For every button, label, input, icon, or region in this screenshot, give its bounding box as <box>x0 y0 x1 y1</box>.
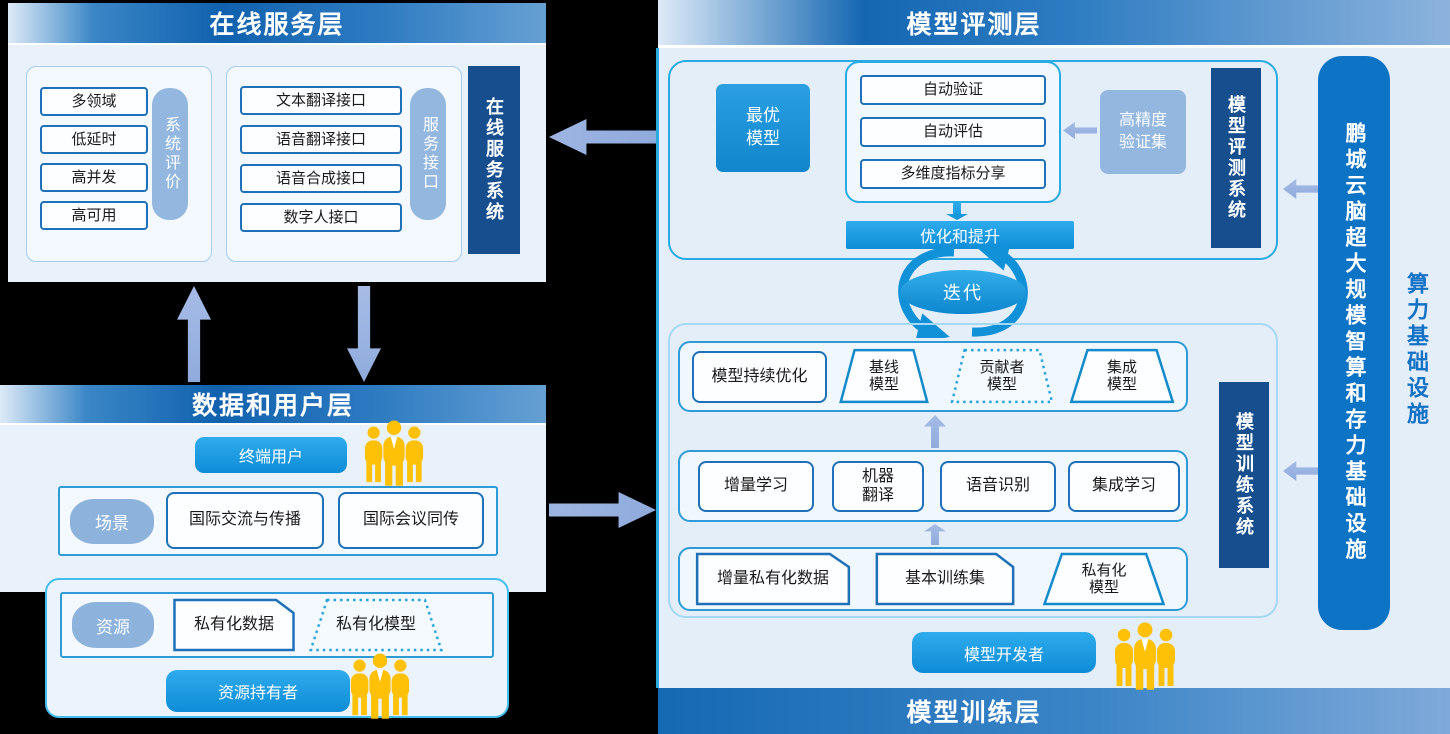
private-model-trapezoid: 私有化模型 <box>1042 552 1166 606</box>
speech-recognition-box: 语音识别 <box>940 461 1056 512</box>
arrow-eval-to-online-icon <box>549 119 656 155</box>
arrow-data-to-online-icon <box>177 286 211 382</box>
iteration-cycle: 迭代 <box>868 239 1058 345</box>
iteration-label: 迭代 <box>943 283 983 303</box>
incremental-learning-box: 增量学习 <box>698 461 814 512</box>
continuous-optimization-box: 模型持续优化 <box>692 351 827 403</box>
online-service-system-bar: 在线服务系统 <box>468 66 520 254</box>
model-evaluation-system-bar: 模型评测系统 <box>1211 68 1261 248</box>
resource-holders-icon <box>348 652 412 722</box>
online-service-header: 在线服务层 <box>8 3 546 45</box>
model-evaluation-layer-title: 模型评测层 <box>906 10 1042 39</box>
private-model-dotted-trapezoid: 私有化模型 <box>308 598 444 652</box>
ensemble-learning-box: 集成学习 <box>1068 461 1180 512</box>
model-developer-tag: 模型开发者 <box>912 632 1096 673</box>
system-evaluation-pill: 系统评价 <box>152 88 188 220</box>
step-box-multi-metric-sharing: 多维度指标分享 <box>860 159 1046 189</box>
ensemble-model-trapezoid: 集成模型 <box>1068 348 1176 404</box>
scene-pill: 场景 <box>70 499 154 544</box>
incremental-private-data-doc-shape: 增量私有化数据 <box>694 552 852 606</box>
interface-box-speech-synthesis: 语音合成接口 <box>240 164 402 193</box>
model-evaluation-layer-header: 模型评测层 <box>658 0 1450 48</box>
resource-holder-tag: 资源持有者 <box>166 670 350 712</box>
model-training-layer-band: 模型训练层 <box>658 688 1450 734</box>
service-interface-pill: 服务接口 <box>410 88 446 220</box>
private-data-doc-shape: 私有化数据 <box>172 598 296 652</box>
feature-box-multi-domain: 多领域 <box>40 87 148 116</box>
training-panel <box>668 323 1278 618</box>
pengcheng-cloudbrain-infrastructure-bar: 鹏城云脑超大规模智算和存力基础设施 <box>1318 56 1390 630</box>
model-developers-icon <box>1112 620 1178 694</box>
contributor-model-dotted-trapezoid: 贡献者模型 <box>950 348 1054 404</box>
model-training-system-bar: 模型训练系统 <box>1219 382 1269 568</box>
end-users-icon <box>362 419 426 489</box>
feature-box-low-latency: 低延时 <box>40 125 148 154</box>
baseline-model-trapezoid: 基线模型 <box>838 348 930 404</box>
scene-box-intl-exchange: 国际交流与传播 <box>166 492 324 549</box>
arrow-data-to-training-icon <box>549 492 656 528</box>
high-precision-validation-set-box: 高精度验证集 <box>1100 90 1186 174</box>
online-service-title: 在线服务层 <box>209 11 345 39</box>
data-user-header: 数据和用户层 <box>0 385 546 425</box>
end-user-tag: 终端用户 <box>195 437 347 473</box>
optimize-improve-bar: 优化和提升 <box>846 221 1074 249</box>
feature-box-high-concurrency: 高并发 <box>40 163 148 192</box>
model-training-layer-title: 模型训练层 <box>906 699 1042 727</box>
right-region-left-edge <box>656 48 659 688</box>
step-box-auto-evaluation: 自动评估 <box>860 117 1046 147</box>
scene-box-intl-conference: 国际会议同传 <box>338 492 484 549</box>
best-model-box: 最优模型 <box>716 84 810 172</box>
step-box-auto-verification: 自动验证 <box>860 75 1046 105</box>
interface-box-text-translation: 文本翻译接口 <box>240 86 402 115</box>
base-training-set-doc-shape: 基本训练集 <box>874 552 1016 606</box>
data-user-title: 数据和用户层 <box>191 392 354 420</box>
interface-box-speech-translation: 语音翻译接口 <box>240 125 402 154</box>
machine-translation-box: 机器翻译 <box>832 461 924 512</box>
arrow-online-to-data-icon <box>347 286 381 382</box>
resource-pill: 资源 <box>72 602 154 648</box>
interface-box-digital-human: 数字人接口 <box>240 203 402 232</box>
computing-infrastructure-label: 算力基础设施 <box>1404 272 1429 428</box>
feature-box-high-availability: 高可用 <box>40 201 148 230</box>
